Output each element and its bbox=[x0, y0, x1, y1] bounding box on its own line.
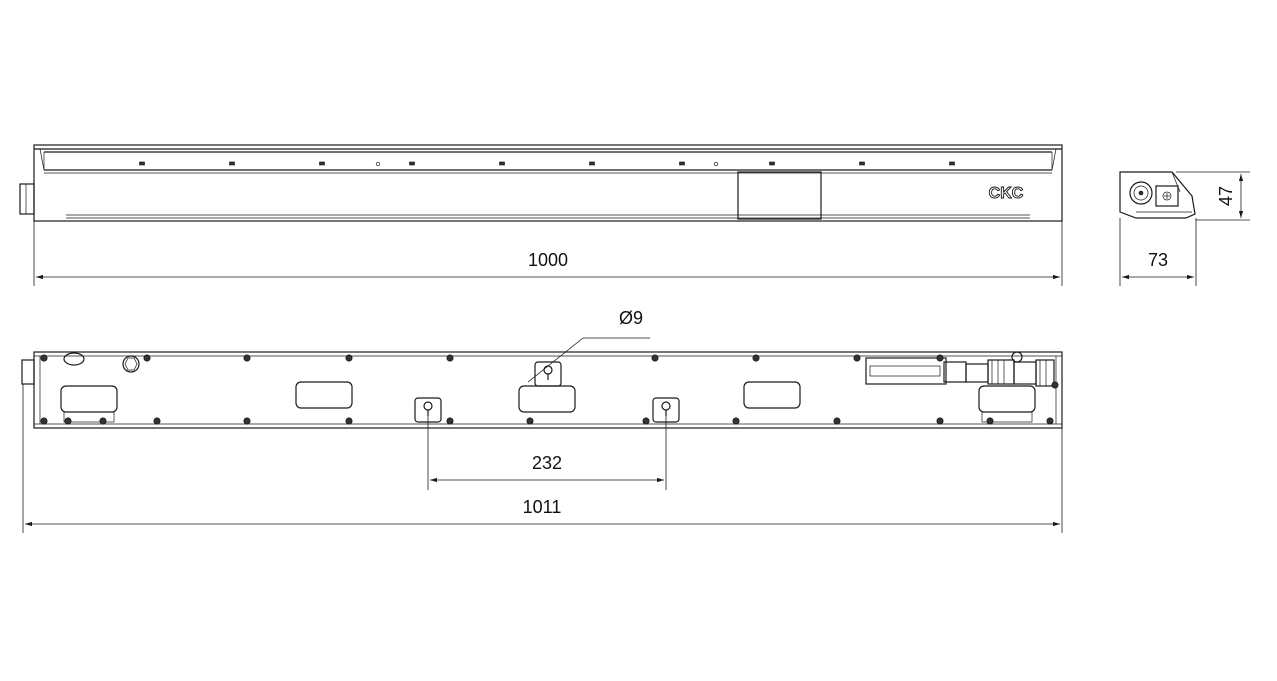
screw-icon bbox=[936, 354, 944, 362]
front-driver-box bbox=[737, 171, 822, 220]
dimension-side-height: 47 bbox=[1176, 171, 1250, 221]
screw-icon bbox=[986, 417, 994, 425]
rear-body-outline bbox=[33, 351, 1063, 429]
side-terminal bbox=[1155, 185, 1179, 207]
brand-logo: CKC bbox=[989, 185, 1024, 202]
rear-cutout-1 bbox=[60, 385, 118, 413]
rear-connector-assembly bbox=[865, 351, 1055, 387]
screw-icon bbox=[1051, 381, 1059, 389]
dimension-front-length: 1000 bbox=[33, 221, 1063, 286]
screw-icon bbox=[526, 417, 534, 425]
screw-icon bbox=[345, 354, 353, 362]
screw-icon bbox=[853, 354, 861, 362]
screw-icon bbox=[40, 417, 48, 425]
screw-icon bbox=[936, 417, 944, 425]
rear-cutout-3 bbox=[518, 385, 576, 413]
screw-icon bbox=[64, 417, 72, 425]
rear-vent-plug bbox=[122, 355, 140, 373]
screw-icon bbox=[99, 417, 107, 425]
rear-view bbox=[21, 351, 1063, 429]
screw-icon bbox=[446, 354, 454, 362]
led-marker bbox=[713, 161, 719, 167]
side-screw-icon bbox=[1162, 191, 1172, 201]
front-led-markers bbox=[139, 161, 955, 167]
led-marker bbox=[409, 161, 415, 166]
screw-icon bbox=[143, 354, 151, 362]
screw-icon bbox=[446, 417, 454, 425]
screw-icon bbox=[642, 417, 650, 425]
screw-icon bbox=[153, 417, 161, 425]
rear-cutout-5 bbox=[978, 385, 1036, 413]
led-marker bbox=[375, 161, 381, 167]
side-width-label: 73 bbox=[1148, 250, 1168, 270]
dimension-rear-length: 1011 bbox=[22, 384, 1063, 533]
side-view bbox=[1119, 171, 1196, 219]
front-body-outline bbox=[33, 144, 1063, 222]
dimension-mount-spacing: 232 bbox=[427, 414, 667, 490]
screw-icon bbox=[752, 354, 760, 362]
dimension-hole-diameter: Ø9 bbox=[527, 308, 650, 383]
rear-cutout-2 bbox=[295, 381, 353, 409]
side-profile-outline bbox=[1119, 171, 1196, 219]
led-marker bbox=[319, 161, 325, 166]
rear-screws bbox=[40, 354, 1059, 425]
rear-cable-gland bbox=[21, 359, 35, 385]
screw-icon bbox=[345, 417, 353, 425]
hole-diameter-label: Ø9 bbox=[619, 308, 643, 328]
screw-icon bbox=[651, 354, 659, 362]
rear-length-label: 1011 bbox=[523, 497, 562, 517]
front-cable-gland bbox=[19, 183, 35, 215]
led-marker bbox=[589, 161, 595, 166]
screw-icon bbox=[833, 417, 841, 425]
mount-spacing-label: 232 bbox=[532, 453, 562, 473]
led-marker bbox=[139, 161, 145, 166]
screw-icon bbox=[732, 417, 740, 425]
screw-icon bbox=[243, 417, 251, 425]
led-marker bbox=[229, 161, 235, 166]
front-view: CKC bbox=[19, 144, 1063, 222]
rear-cutout-4 bbox=[743, 381, 801, 409]
rear-nut bbox=[63, 352, 85, 366]
led-marker bbox=[679, 161, 685, 166]
screw-icon bbox=[40, 354, 48, 362]
side-connector bbox=[1129, 181, 1153, 205]
front-length-label: 1000 bbox=[528, 250, 568, 270]
dimension-side-width: 73 bbox=[1119, 218, 1197, 286]
led-marker bbox=[859, 161, 865, 166]
screw-icon bbox=[1046, 417, 1054, 425]
screw-icon bbox=[243, 354, 251, 362]
side-height-label: 47 bbox=[1216, 186, 1236, 206]
led-marker bbox=[499, 161, 505, 166]
led-marker bbox=[949, 161, 955, 166]
led-marker bbox=[769, 161, 775, 166]
